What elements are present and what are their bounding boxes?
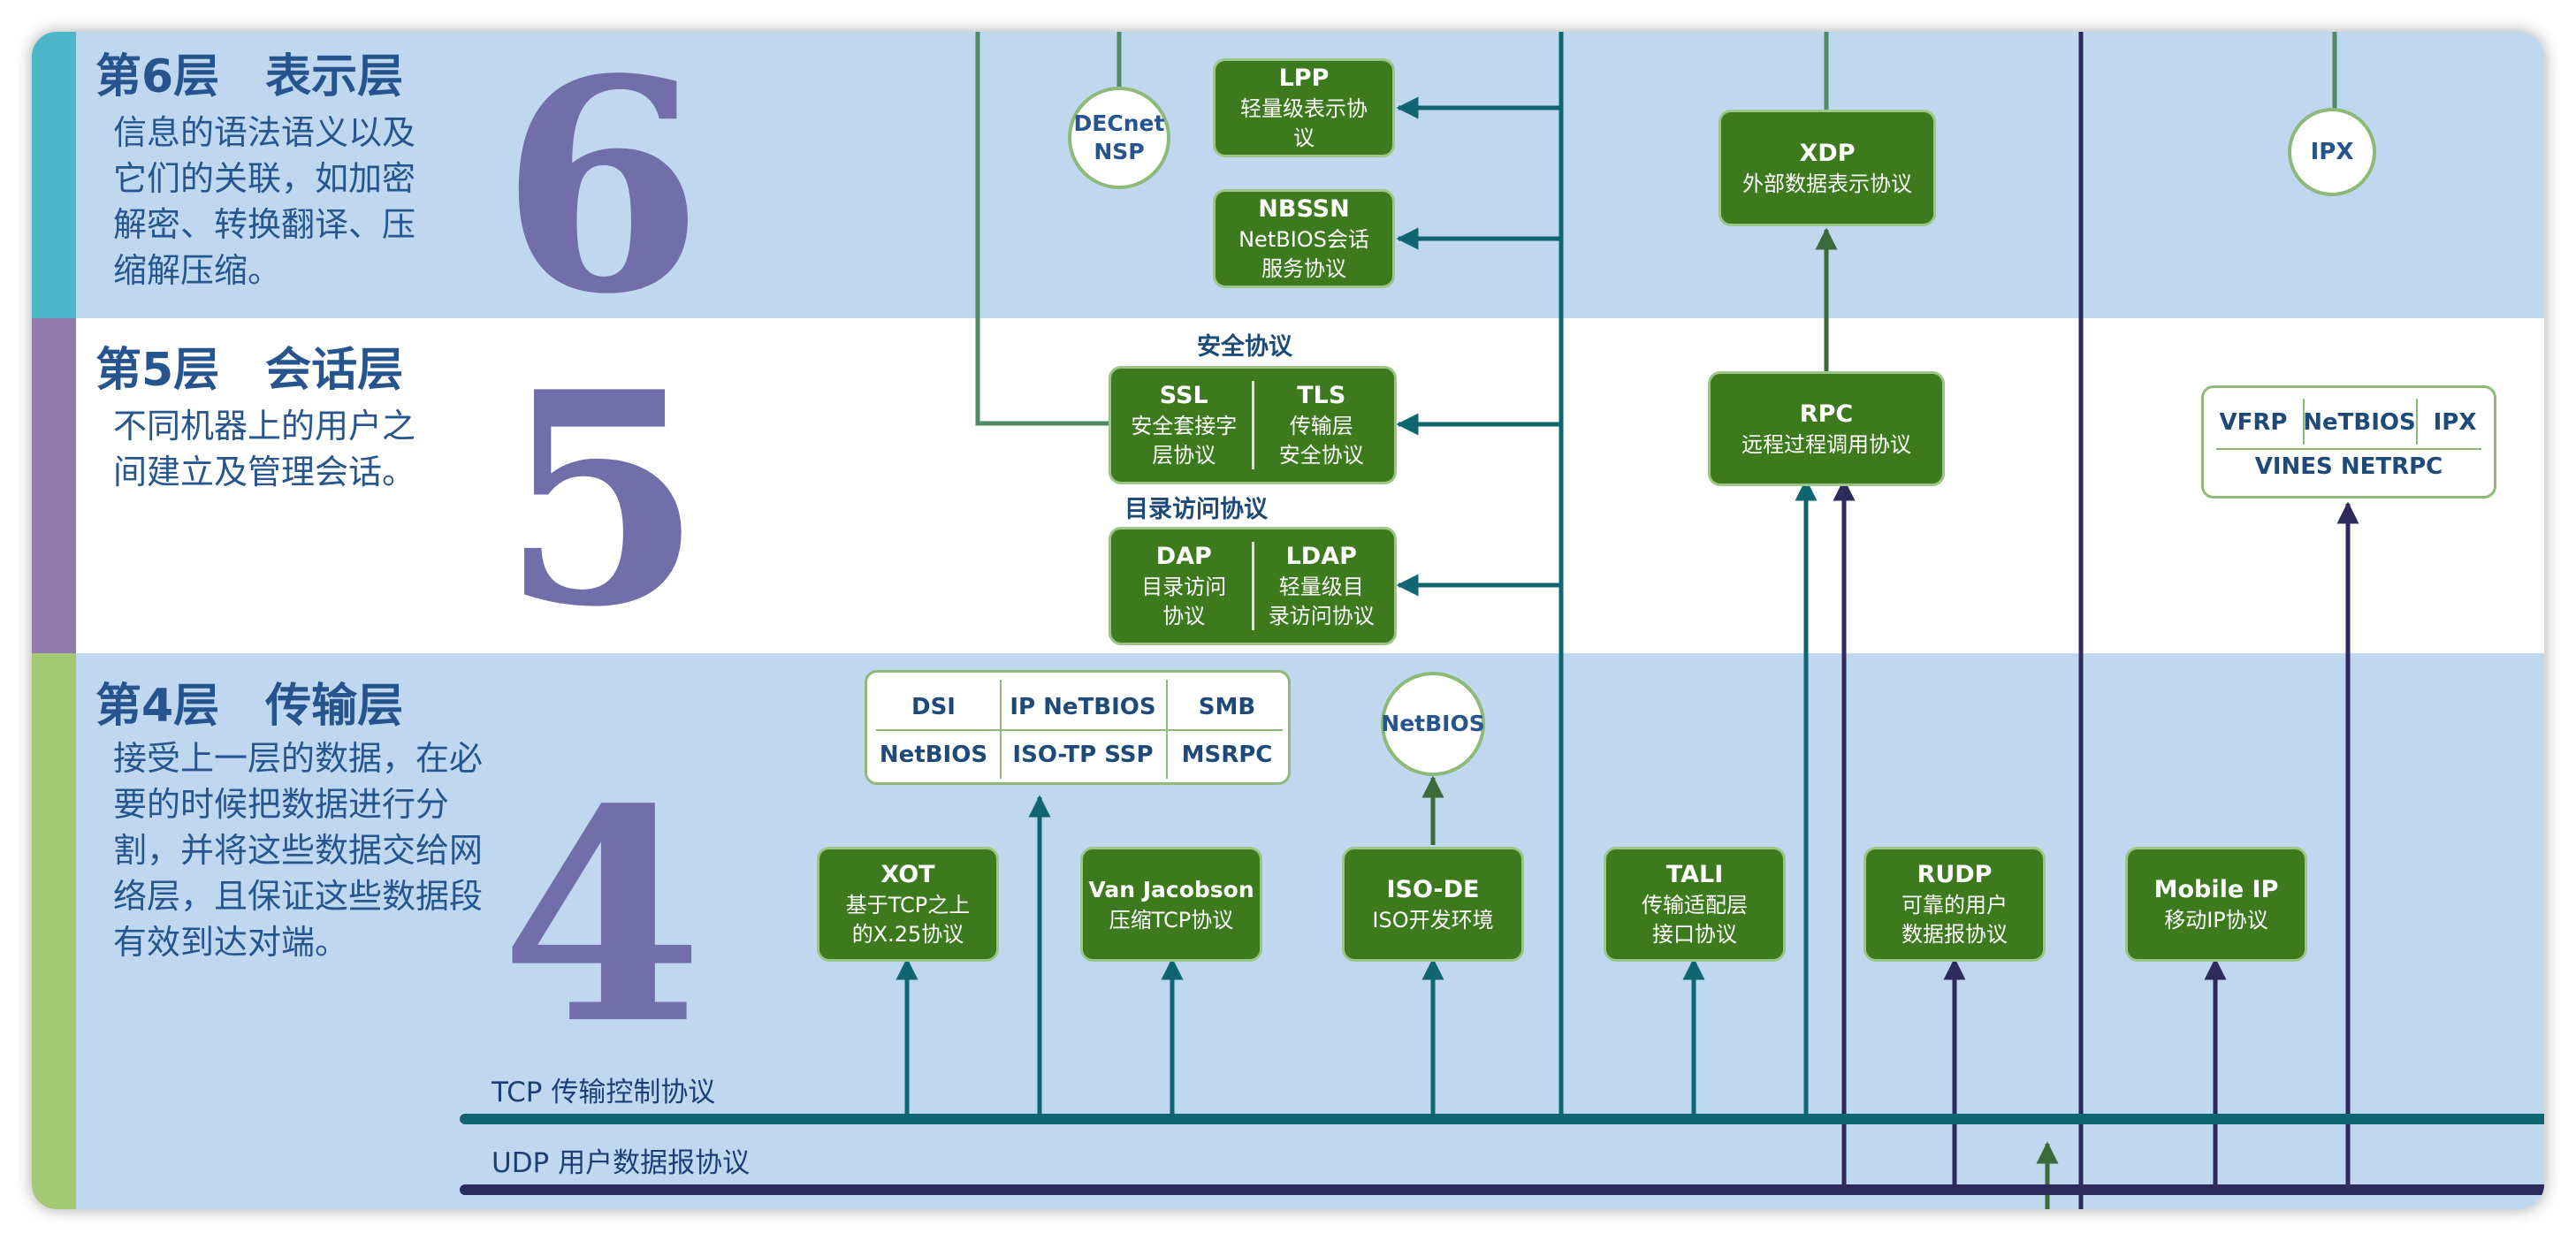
- isode-desc: ISO开发环境: [1372, 907, 1494, 933]
- tls-desc2: 安全协议: [1278, 443, 1364, 468]
- rpc-node: RPC 远程过程调用协议: [1708, 371, 1945, 486]
- layer6-number: 6: [500, 32, 704, 358]
- tali-name: TALI: [1665, 861, 1724, 888]
- ldap-cell: LDAP 轻量级目 录访问协议: [1254, 541, 1390, 631]
- xot-desc2: 的X.25协议: [851, 922, 964, 947]
- vines-footer: VINES NETRPC: [2254, 453, 2443, 480]
- nsp-label: NSP: [1094, 139, 1145, 164]
- mobile-ip-node: Mobile IP 移动IP协议: [2125, 847, 2307, 962]
- layer4-stripe: [32, 653, 76, 1209]
- decnet-label: DECnet: [1073, 110, 1165, 136]
- session-protocol-table: DSI IP NeTBIOS SMB NetBIOS ISO-TP SSP MS…: [865, 670, 1291, 785]
- netbios-circle-node: NetBIOS: [1381, 672, 1485, 776]
- vines-divider-1: [2303, 399, 2305, 445]
- dap-cell: DAP 目录访问 协议: [1117, 541, 1252, 631]
- ldap-name: LDAP: [1285, 543, 1357, 570]
- table-netbios: NetBIOS: [879, 742, 988, 768]
- tls-cell: TLS 传输层 安全协议: [1254, 380, 1390, 470]
- lpp-desc: 轻量级表示协议: [1240, 96, 1368, 150]
- van-jacobson-node: Van Jacobson 压缩TCP协议: [1080, 847, 1262, 962]
- ldap-desc1: 轻量级目: [1278, 575, 1364, 599]
- ssl-cell: SSL 安全套接字 层协议: [1117, 380, 1252, 470]
- xdp-node: XDP 外部数据表示协议: [1719, 110, 1936, 226]
- rpc-name: RPC: [1799, 400, 1854, 428]
- isode-name: ISO-DE: [1386, 875, 1480, 903]
- ipx-node: IPX: [2288, 108, 2376, 196]
- layer5-desc: 不同机器上的用户之 间建立及管理会话。: [113, 407, 416, 491]
- rudp-desc2: 数据报协议: [1902, 922, 2008, 947]
- xot-node: XOT 基于TCP之上 的X.25协议: [817, 847, 999, 962]
- table-smb: SMB: [1198, 694, 1256, 720]
- tali-desc1: 传输适配层: [1642, 893, 1748, 917]
- vanj-desc: 压缩TCP协议: [1109, 907, 1234, 933]
- table-hline: [876, 729, 1283, 731]
- ssl-name: SSL: [1159, 382, 1208, 409]
- nbssn-desc2: 服务协议: [1261, 256, 1346, 281]
- xot-desc1: 基于TCP之上: [845, 893, 971, 917]
- ssl-desc2: 层协议: [1152, 443, 1216, 468]
- rudp-node: RUDP 可靠的用户 数据报协议: [1863, 847, 2046, 962]
- tali-desc2: 接口协议: [1652, 922, 1737, 947]
- table-iso-tp-ssp: ISO-TP SSP: [1012, 742, 1154, 768]
- layer4-title: 第4层 传输层: [95, 680, 404, 733]
- nbssn-name: NBSSN: [1258, 195, 1350, 223]
- tls-name: TLS: [1297, 382, 1346, 409]
- vines-netrpc-node: VFRP NeTBIOS IPX VINES NETRPC: [2201, 385, 2496, 499]
- security-protocols-label: 安全协议: [1197, 333, 1292, 361]
- rpc-desc: 远程过程调用协议: [1741, 431, 1911, 457]
- xdp-name: XDP: [1799, 139, 1856, 167]
- nbssn-desc1: NetBIOS会话: [1238, 227, 1369, 252]
- layer5-number: 5: [500, 328, 704, 671]
- layer4-number: 4: [500, 745, 704, 1088]
- tls-desc1: 传输层: [1289, 414, 1353, 438]
- directory-protocols-label: 目录访问协议: [1124, 496, 1268, 523]
- ssl-desc1: 安全套接字: [1131, 414, 1238, 438]
- udp-label: UDP 用户数据报协议: [492, 1147, 751, 1179]
- mobileip-name: Mobile IP: [2153, 875, 2279, 903]
- dap-ldap-divider: [1251, 542, 1254, 630]
- osi-diagram: 第6层 表示层 信息的语法语义以及 它们的关联，如加密 解密、转换翻译、压 缩解…: [32, 32, 2544, 1209]
- tcp-label: TCP 传输控制协议: [492, 1077, 716, 1108]
- dap-desc1: 目录访问: [1141, 575, 1227, 599]
- netbios-circle-label: NetBIOS: [1381, 711, 1485, 736]
- xot-name: XOT: [880, 861, 935, 888]
- layer6-stripe: [32, 32, 76, 318]
- ipx-label: IPX: [2310, 139, 2354, 165]
- iso-de-node: ISO-DE ISO开发环境: [1342, 847, 1524, 962]
- mobileip-desc: 移动IP协议: [2164, 907, 2268, 933]
- table-dsi: DSI: [911, 694, 956, 720]
- dap-ldap-node: DAP 目录访问 协议 LDAP 轻量级目 录访问协议: [1109, 527, 1397, 645]
- lpp-node: LPP 轻量级表示协议: [1213, 58, 1395, 157]
- ldap-desc2: 录访问协议: [1268, 604, 1375, 628]
- nbssn-node: NBSSN NetBIOS会话 服务协议: [1213, 189, 1395, 288]
- table-msrpc: MSRPC: [1181, 742, 1273, 768]
- connection-lines: [460, 32, 2544, 1209]
- rudp-name: RUDP: [1917, 861, 1993, 888]
- layer6-title: 第6层 表示层: [95, 50, 404, 103]
- layer5-stripe: [32, 318, 76, 653]
- vines-divider-h: [2216, 448, 2481, 450]
- vines-ipx: IPX: [2433, 409, 2477, 436]
- ssl-tls-divider: [1251, 381, 1254, 469]
- lpp-name: LPP: [1278, 65, 1330, 92]
- decnet-nsp-node: DECnet NSP: [1068, 87, 1170, 189]
- tali-node: TALI 传输适配层 接口协议: [1604, 847, 1786, 962]
- vanj-name: Van Jacobson: [1088, 876, 1254, 902]
- rudp-desc1: 可靠的用户: [1902, 893, 2008, 917]
- layer6-desc: 信息的语法语义以及 它们的关联，如加密 解密、转换翻译、压 缩解压缩。: [113, 113, 416, 290]
- layer5-title: 第5层 会话层: [95, 344, 404, 397]
- vines-vfrp: VFRP: [2219, 409, 2288, 436]
- dap-name: DAP: [1155, 543, 1212, 570]
- table-ip-netbios: IP NeTBIOS: [1010, 694, 1156, 720]
- vines-divider-2: [2416, 399, 2418, 445]
- xdp-desc: 外部数据表示协议: [1742, 171, 1912, 196]
- vines-netbios: NeTBIOS: [2303, 409, 2416, 436]
- dap-desc2: 协议: [1162, 604, 1206, 628]
- ssl-tls-node: SSL 安全套接字 层协议 TLS 传输层 安全协议: [1109, 366, 1397, 484]
- layer4-desc: 接受上一层的数据，在必 要的时候把数据进行分 割，并将这些数据交给网 络层，且保…: [113, 739, 484, 962]
